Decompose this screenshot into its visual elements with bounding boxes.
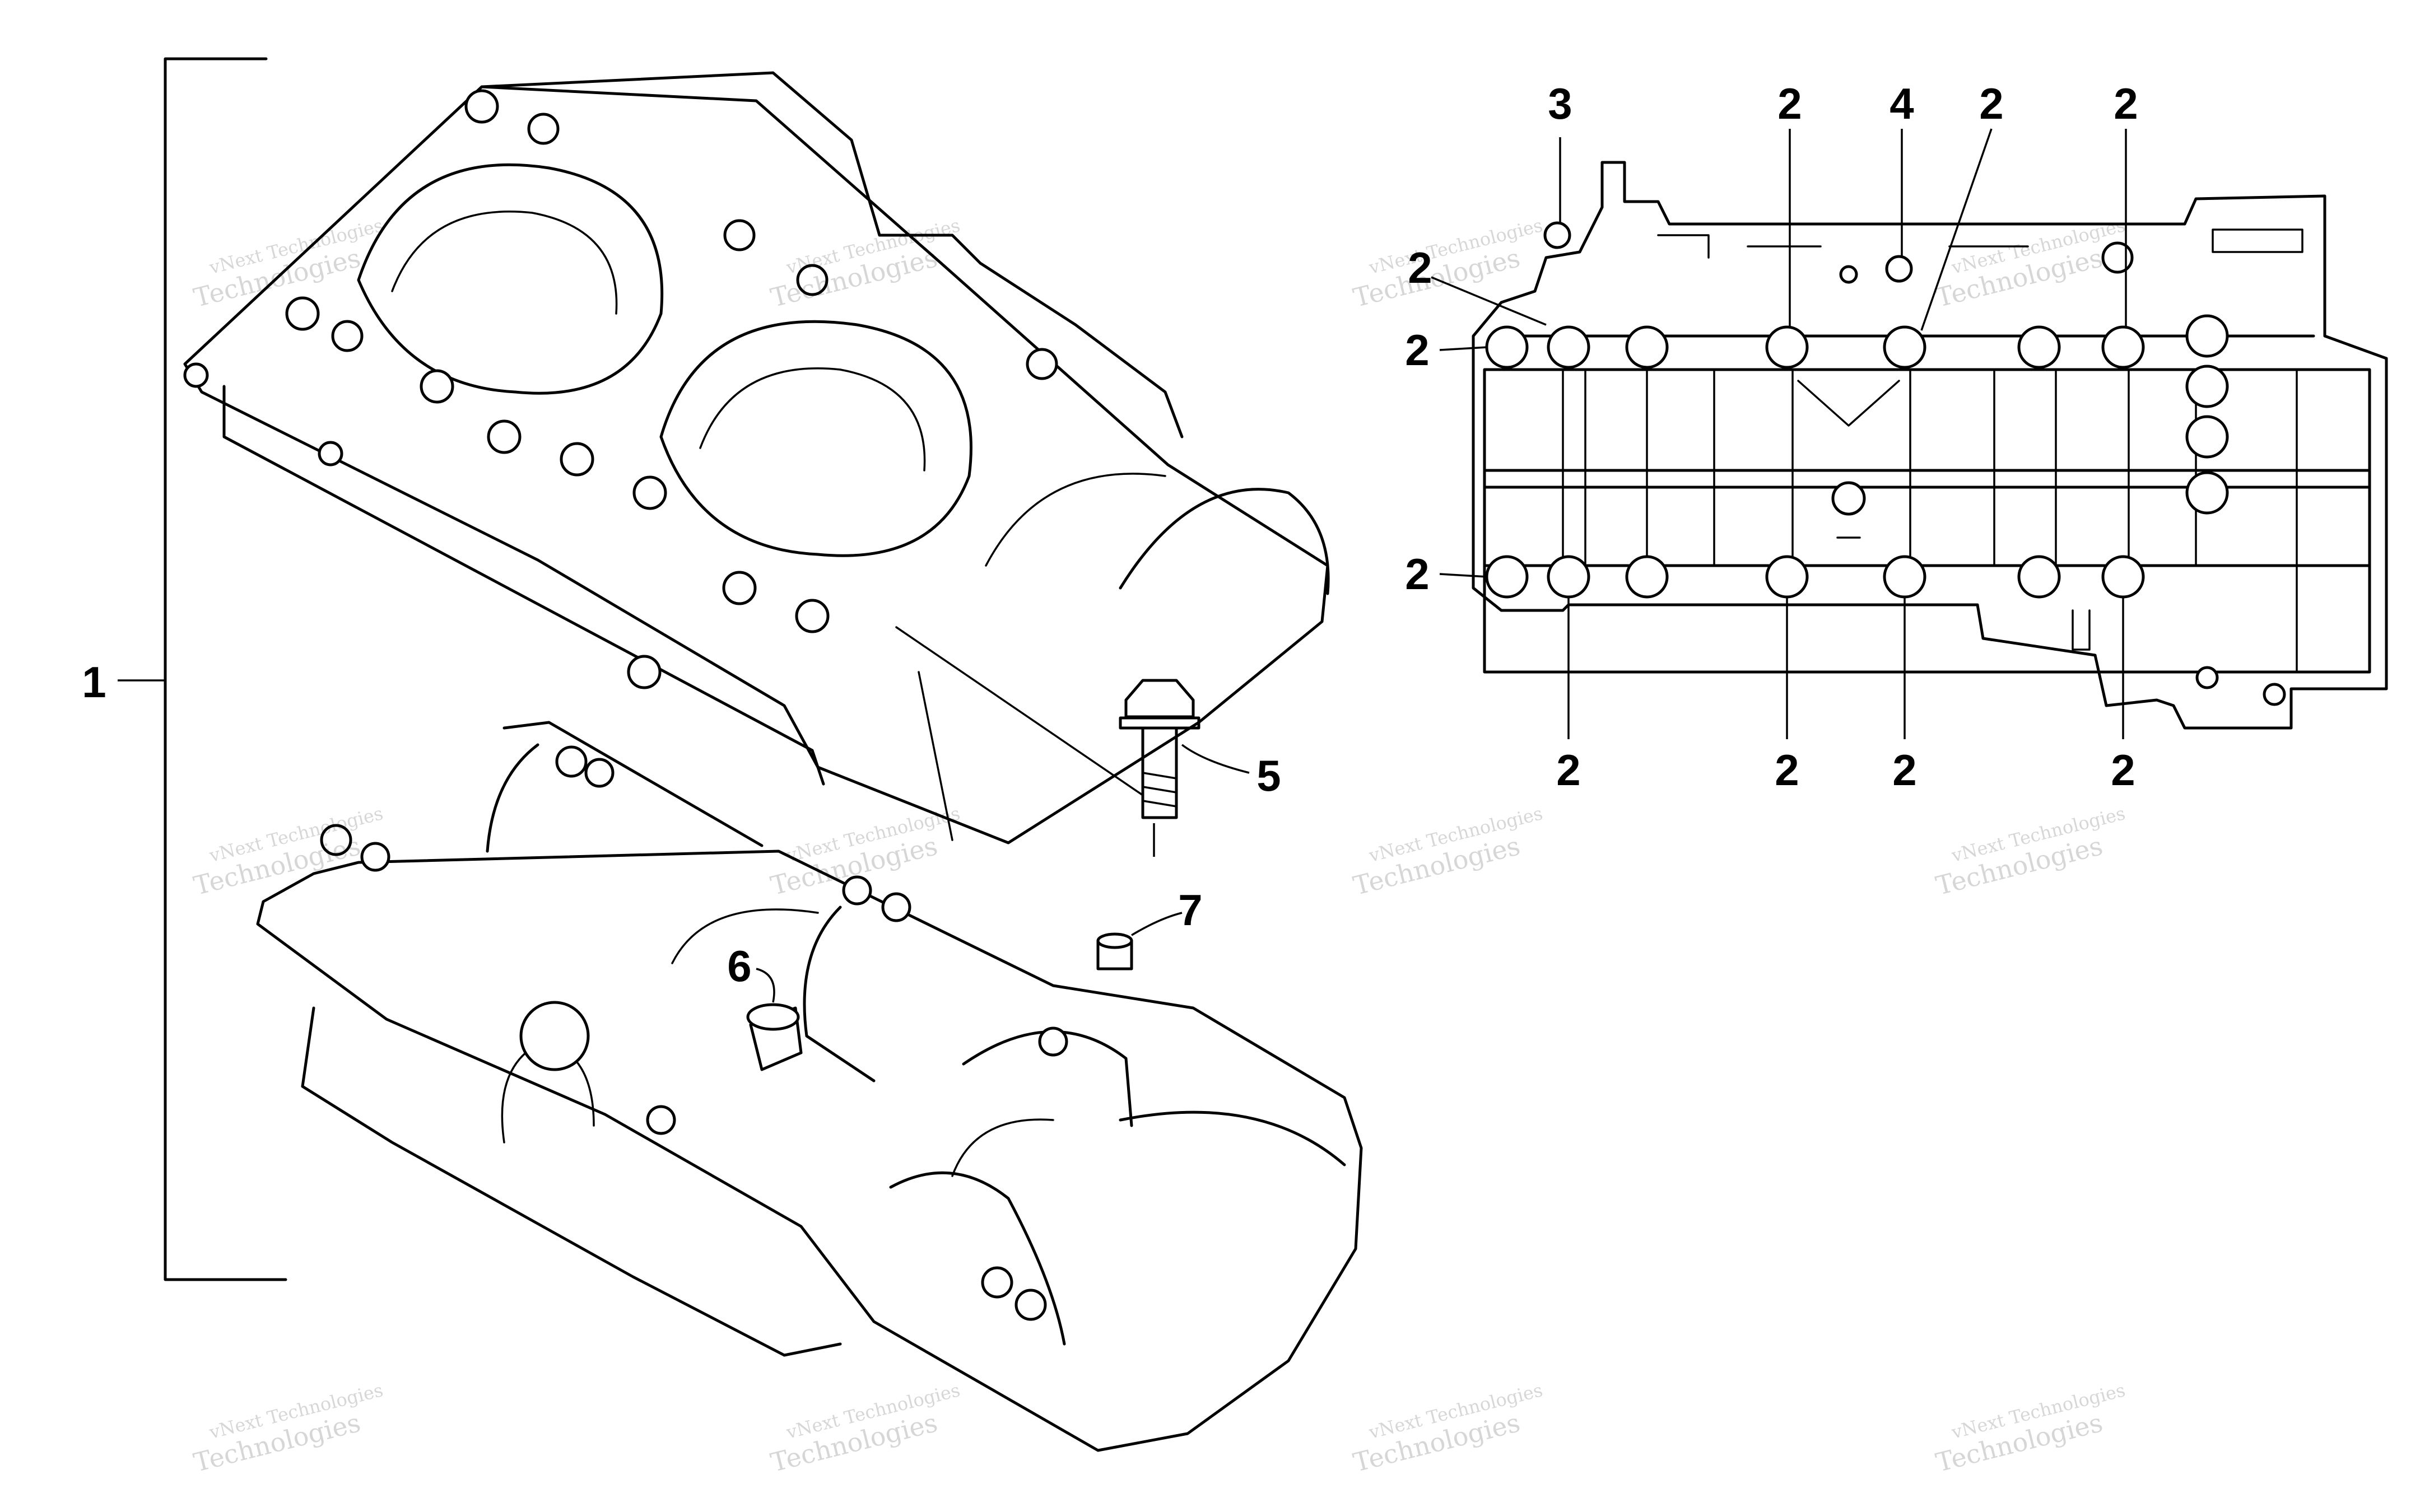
callout-leaders	[1431, 128, 2127, 739]
callout-2: 2	[1979, 79, 2004, 128]
callout-2: 2	[2114, 79, 2138, 128]
flange-bolt	[1119, 679, 1250, 857]
callout-4: 4	[1890, 79, 1914, 128]
callout-6: 6	[727, 941, 752, 991]
assembly-bracket	[118, 57, 287, 1281]
callout-2: 2	[1556, 745, 1581, 795]
callout-2: 2	[1892, 745, 1917, 795]
callout-2: 2	[1408, 243, 1432, 292]
callout-5: 5	[1256, 751, 1281, 800]
callout-7: 7	[1178, 885, 1203, 935]
callout-2: 2	[1775, 745, 1799, 795]
callout-1: 1	[82, 657, 106, 707]
callout-2: 2	[1777, 79, 1802, 128]
callout-2: 2	[1405, 549, 1430, 599]
crankcase-bottom-view	[1472, 161, 2388, 730]
callout-2: 2	[2111, 745, 2135, 795]
dowel-pin	[1096, 912, 1183, 970]
callout-3: 3	[1548, 79, 1572, 128]
upper-crankcase-half	[183, 71, 1330, 844]
lower-crankcase-half	[256, 721, 1363, 1452]
callout-6-leader	[756, 968, 775, 1003]
callout-2: 2	[1405, 325, 1430, 375]
